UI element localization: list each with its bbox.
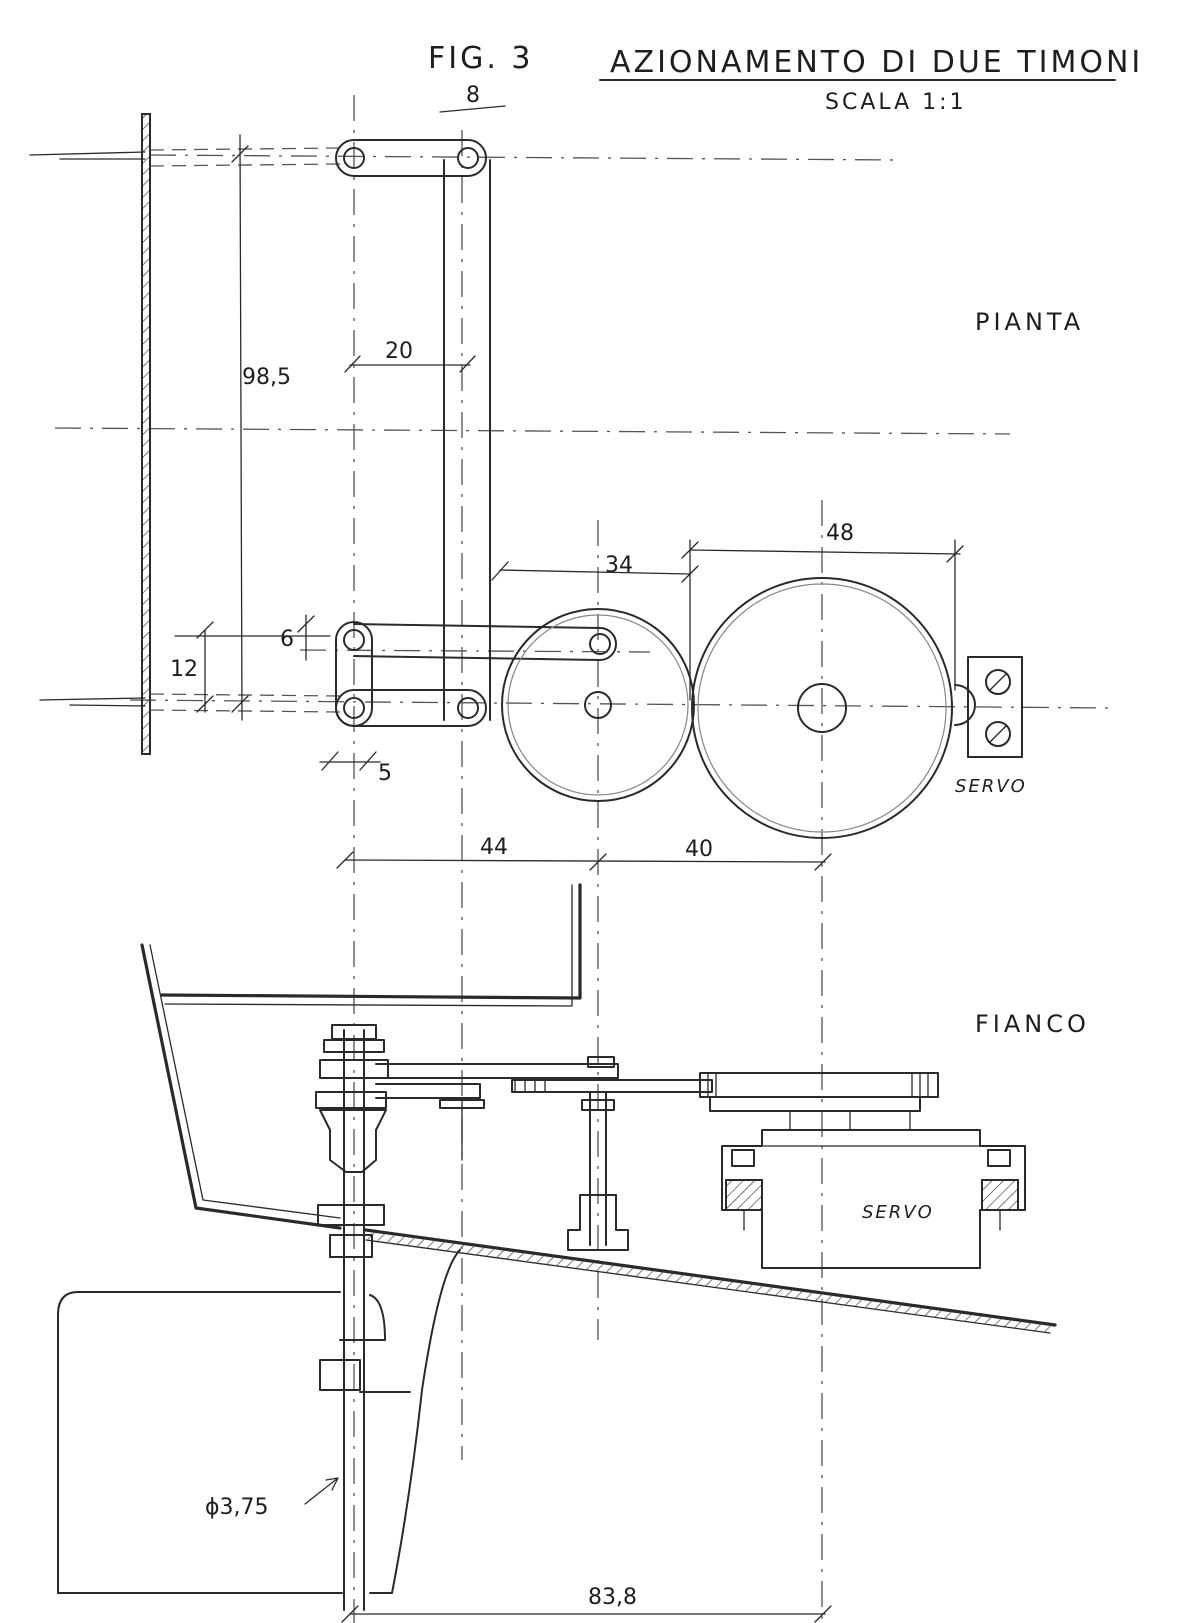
drag-link	[353, 623, 617, 661]
bottom-tiller-pin	[457, 697, 479, 719]
shaft-support	[567, 1194, 629, 1251]
top-tiller-pivot	[343, 147, 365, 169]
small-gear-side	[511, 1079, 713, 1093]
servo-side: SERVO	[721, 1111, 1026, 1269]
small-gear	[501, 608, 695, 802]
dim-34: 34	[605, 553, 633, 578]
stock-cone-bearing	[319, 1109, 387, 1173]
gear-pin-side	[587, 1056, 615, 1068]
gear-axis-line	[129, 699, 1111, 709]
dim-phi-3-75: ϕ3,75	[205, 1495, 269, 1520]
servo-mount-left	[725, 1179, 763, 1211]
top-rudder-axis	[149, 154, 901, 161]
dim-40: 40	[685, 837, 713, 862]
small-gear-shaft	[589, 1091, 607, 1246]
rudder-blade-right	[369, 1249, 461, 1594]
gear-crank-pin	[589, 633, 611, 655]
side-view: FIANCO	[57, 883, 1090, 1623]
dim-5: 5	[378, 761, 392, 786]
plan-view: PIANTA	[29, 83, 1111, 1623]
top-rudder-shaft	[29, 151, 146, 160]
bottom-rudder-shaft	[39, 697, 146, 707]
crank-pin	[343, 629, 365, 651]
tiller-hub	[319, 1059, 389, 1079]
servo-label-plan: SERVO	[955, 776, 1027, 797]
drawing-heading: AZIONAMENTO DI DUE TIMONI	[610, 45, 1143, 80]
title-block: FIG. 3 AZIONAMENTO DI DUE TIMONI SCALA 1…	[428, 41, 1143, 115]
large-gear-side	[699, 1072, 939, 1098]
bottom-shaft-hidden-2	[149, 709, 341, 713]
hull-bottom	[364, 1228, 1057, 1327]
large-gear-hub	[797, 683, 847, 733]
servo-label-side: SERVO	[862, 1202, 934, 1223]
crank-arm	[335, 621, 373, 727]
connecting-rod	[443, 159, 491, 721]
stock-tube-flange	[317, 1204, 385, 1226]
scale-label: SCALA 1:1	[825, 90, 967, 115]
servo-screw-right	[987, 1149, 1011, 1167]
servo-screw-top	[985, 669, 1011, 695]
rudder-clamp	[339, 1294, 386, 1341]
bottom-tiller-arm	[335, 689, 487, 727]
large-gear-pitch	[697, 583, 947, 833]
upper-bracket	[160, 883, 582, 1000]
large-gear	[691, 577, 953, 839]
dim-12: 12	[170, 657, 198, 682]
servo-body	[721, 1129, 1026, 1269]
rudder-bearing	[319, 1359, 361, 1391]
side-drag-link	[375, 1063, 619, 1079]
top-tiller-pin	[457, 147, 479, 169]
servo-mount-plan: SERVO	[954, 656, 1027, 797]
bottom-tiller-pivot	[343, 697, 365, 719]
dim-98-5: 98,5	[242, 365, 291, 390]
dim-44: 44	[480, 835, 508, 860]
crank-axis-line	[299, 649, 651, 653]
side-tiller-arm	[375, 1083, 481, 1099]
phi-leader-arrow	[304, 1477, 339, 1505]
figure-number: FIG. 3	[428, 41, 534, 76]
dim-20: 20	[385, 339, 413, 364]
servo-shaft-boss	[954, 684, 976, 726]
servo-screw-bottom	[985, 721, 1011, 747]
top-tiller-arm	[335, 139, 487, 177]
plan-view-label: PIANTA	[975, 308, 1084, 336]
servo-horn-side	[709, 1096, 921, 1112]
dim-8: 8	[466, 83, 480, 108]
top-shaft-hidden-2	[149, 163, 341, 167]
servo-screw-left	[731, 1149, 755, 1167]
side-view-label: FIANCO	[975, 1010, 1090, 1038]
bottom-shaft-hidden-1	[149, 693, 341, 697]
transom-plate	[141, 113, 151, 755]
transom-profile	[140, 943, 342, 1230]
dim-83-8: 83,8	[588, 1585, 637, 1610]
small-gear-hub	[584, 691, 612, 719]
plan-dimensions: 8 20 98,5 34 48 6	[170, 83, 964, 871]
hull-centerline	[54, 427, 1011, 435]
rudder-stock	[343, 1029, 365, 1611]
rudder-blade-left	[57, 1291, 343, 1594]
servo-mount-right	[981, 1179, 1019, 1211]
dim-48: 48	[826, 521, 854, 546]
servo-mount-block	[967, 656, 1023, 758]
dim-6: 6	[280, 627, 294, 652]
side-dimensions: ϕ3,75 83,8	[205, 1477, 832, 1623]
small-gear-pitch	[507, 614, 689, 796]
